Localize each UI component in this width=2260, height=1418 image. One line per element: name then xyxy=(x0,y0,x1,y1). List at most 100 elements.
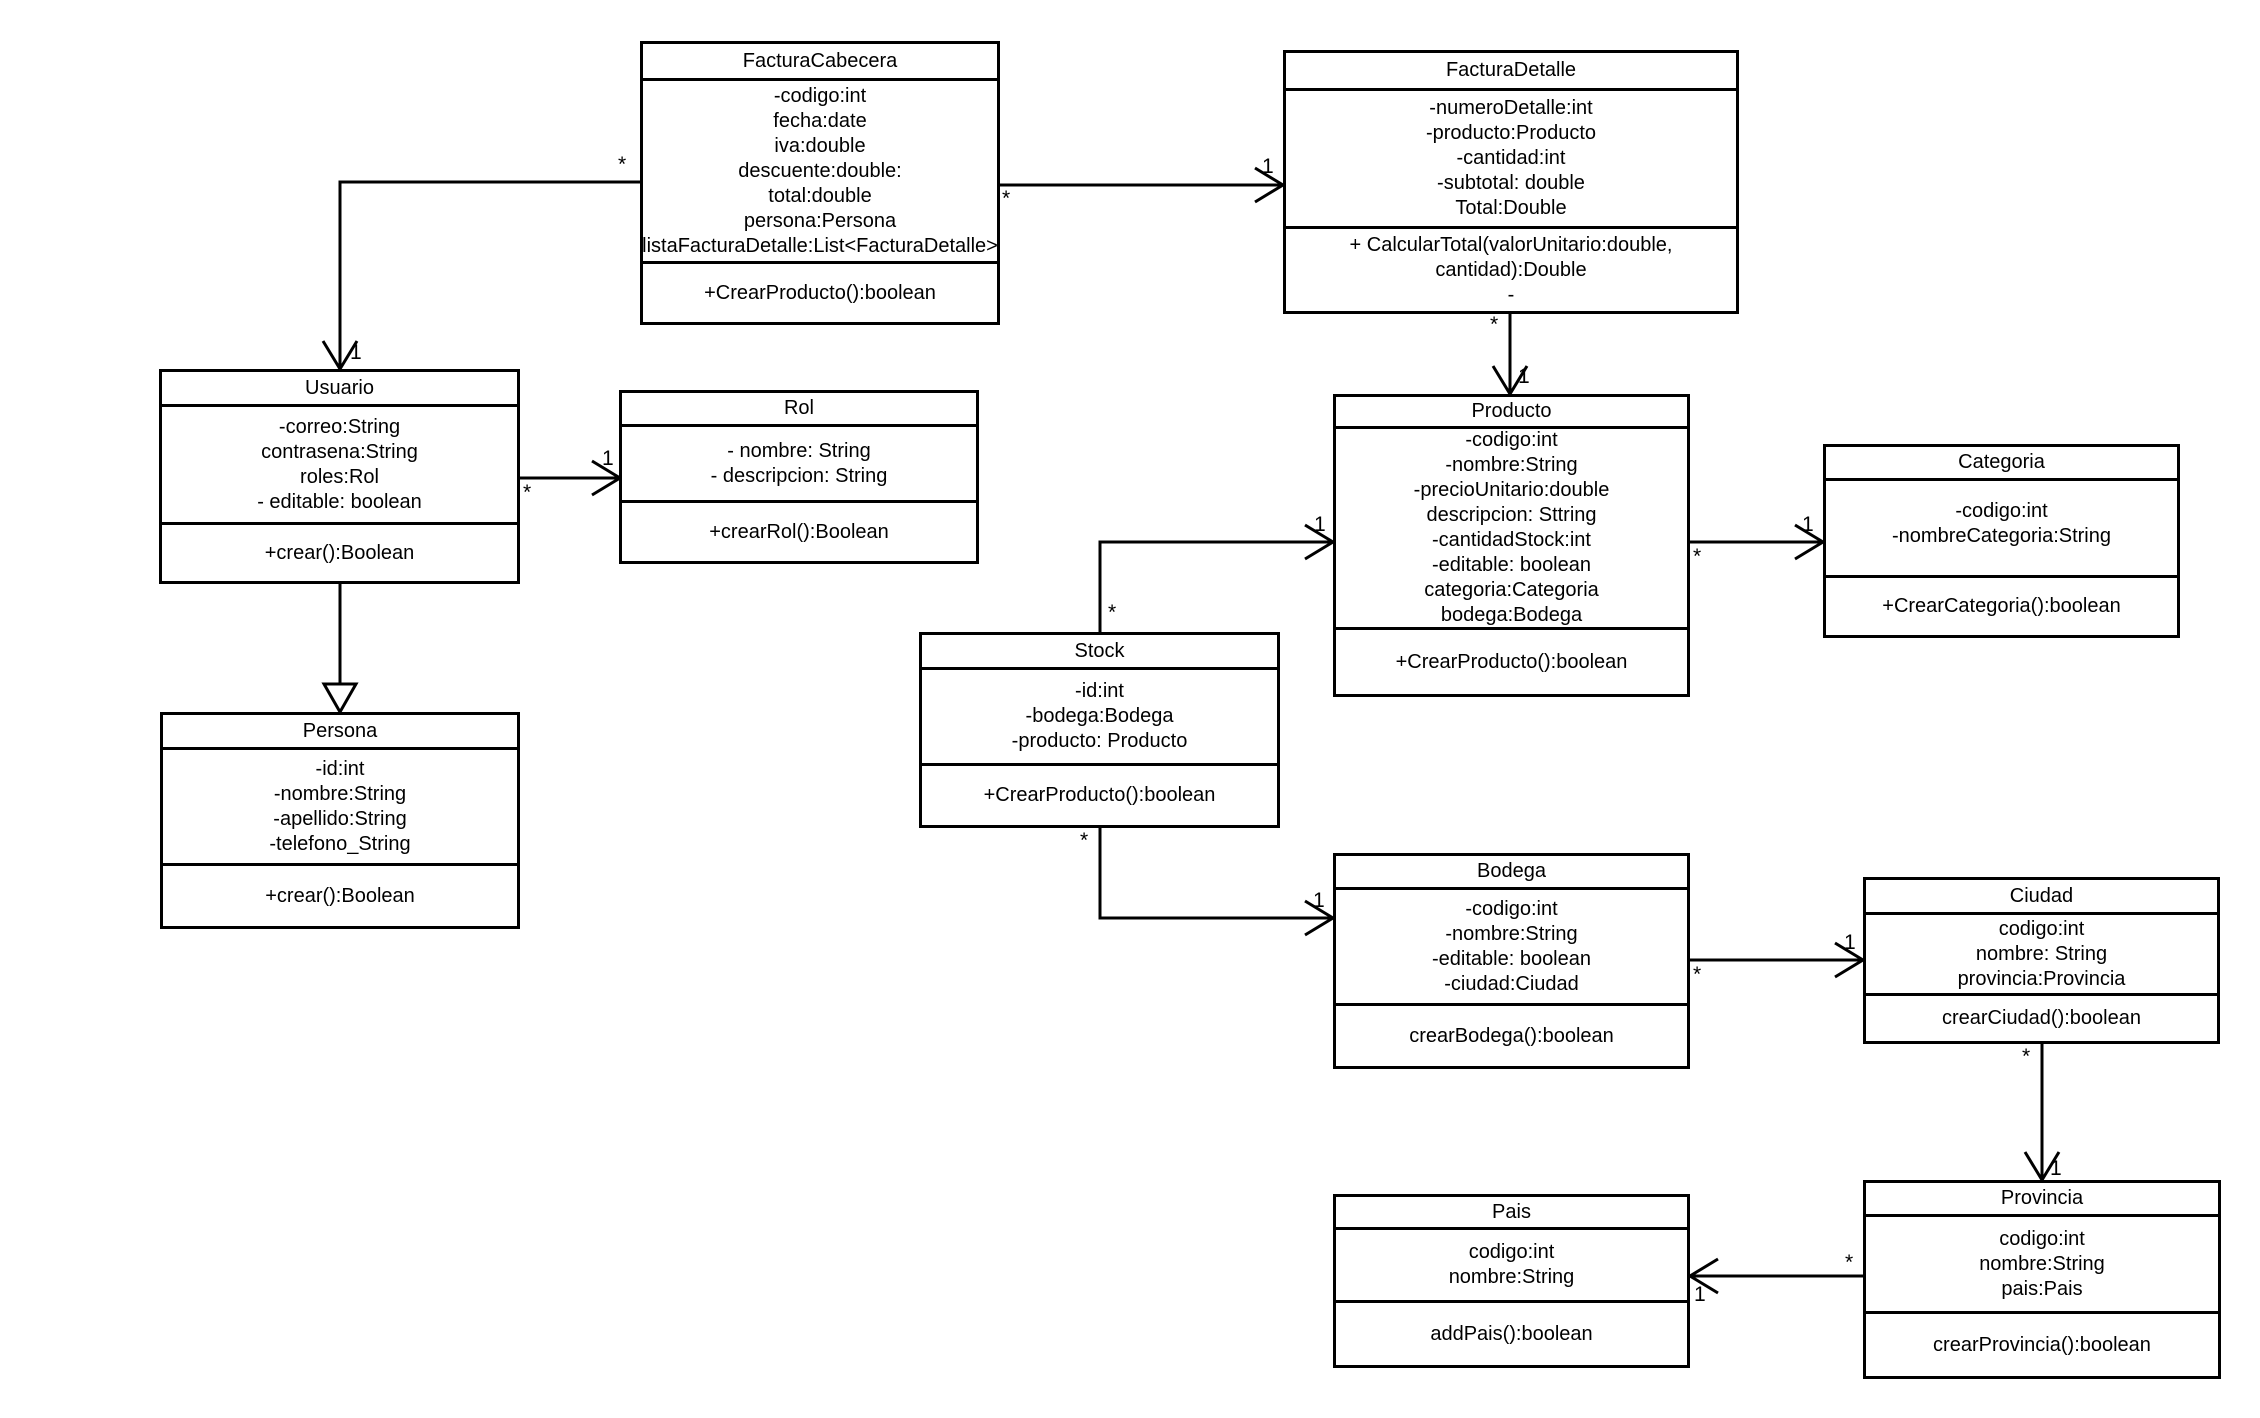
multiplicity-source: * xyxy=(1108,601,1117,624)
multiplicity-source: * xyxy=(1693,545,1702,568)
attribute-line: codigo:int xyxy=(1468,1241,1555,1263)
method-line: - xyxy=(1507,283,1515,306)
multiplicity-source: * xyxy=(1490,313,1499,336)
attribute-line: -nombre:String xyxy=(1445,454,1578,476)
method-line: crearCiudad():boolean xyxy=(1941,1007,2141,1029)
attribute-line: pais:Pais xyxy=(2001,1277,2083,1300)
multiplicity-target: 1 xyxy=(1262,155,1274,178)
attribute-line: nombre:String xyxy=(1448,1266,1575,1288)
class-pais[interactable]: Pais codigo:int nombre:String addPais():… xyxy=(1333,1194,1690,1368)
class-bodega[interactable]: Bodega -codigo:int -nombre:String -edita… xyxy=(1333,853,1690,1069)
class-title: FacturaDetalle xyxy=(1286,53,1736,91)
class-ciudad[interactable]: Ciudad codigo:int nombre: String provinc… xyxy=(1863,877,2220,1044)
class-title: Bodega xyxy=(1336,856,1687,890)
multiplicity-source: * xyxy=(1693,963,1702,986)
attribute-line: -precioUnitario:double xyxy=(1413,479,1610,501)
class-methods: +CrearProducto():boolean xyxy=(1336,630,1687,694)
class-methods: +crearRol():Boolean xyxy=(622,503,976,561)
attribute-line: provincia:Provincia xyxy=(1957,967,2126,990)
class-methods: +CrearProducto():boolean xyxy=(643,264,997,322)
class-attributes: - nombre: String - descripcion: String xyxy=(622,427,976,503)
attribute-line: - editable: boolean xyxy=(257,490,422,513)
multiplicity-target: 1 xyxy=(602,447,614,470)
method-line: +crear():Boolean xyxy=(264,541,415,564)
attribute-line: -id:int xyxy=(1075,680,1124,702)
attribute-line: -codigo:int xyxy=(1955,500,2048,522)
multiplicity-target: 1 xyxy=(1694,1283,1706,1306)
method-line: crearBodega():boolean xyxy=(1409,1024,1614,1047)
attribute-line: -producto:Producto xyxy=(1425,122,1597,144)
class-methods: + CalcularTotal(valorUnitario:double, ca… xyxy=(1286,229,1736,311)
method-line: addPais():boolean xyxy=(1430,1322,1593,1345)
class-methods: crearBodega():boolean xyxy=(1336,1006,1687,1066)
class-title: Ciudad xyxy=(1866,880,2217,915)
class-title: Stock xyxy=(922,635,1277,670)
class-attributes: codigo:int nombre:String xyxy=(1336,1230,1687,1303)
class-stock[interactable]: Stock -id:int -bodega:Bodega -producto: … xyxy=(919,632,1280,828)
attribute-line: -numeroDetalle:int xyxy=(1429,97,1593,119)
class-attributes: -numeroDetalle:int -producto:Producto -c… xyxy=(1286,91,1736,229)
attribute-line: -editable: boolean xyxy=(1431,947,1591,970)
class-attributes: codigo:int nombre:String pais:Pais xyxy=(1866,1217,2218,1314)
class-methods: +CrearCategoria():boolean xyxy=(1826,578,2177,635)
class-methods: +crear():Boolean xyxy=(162,525,517,581)
multiplicity-target: 1 xyxy=(1313,889,1325,912)
class-facturadetalle[interactable]: FacturaDetalle -numeroDetalle:int -produ… xyxy=(1283,50,1739,314)
class-methods: +crear():Boolean xyxy=(163,866,517,926)
multiplicity-target: 1 xyxy=(1844,931,1856,954)
class-persona[interactable]: Persona -id:int -nombre:String -apellido… xyxy=(160,712,520,929)
attribute-line: -apellido:String xyxy=(273,807,407,830)
class-producto[interactable]: Producto -codigo:int -nombre:String -pre… xyxy=(1333,394,1690,697)
class-methods: addPais():boolean xyxy=(1336,1303,1687,1365)
class-title: FacturaCabecera xyxy=(643,44,997,81)
class-attributes: -codigo:int -nombre:String -editable: bo… xyxy=(1336,890,1687,1006)
attribute-line: -nombreCategoria:String xyxy=(1892,525,2111,547)
attribute-line: -correo:String xyxy=(278,415,401,438)
method-line: +CrearProducto():boolean xyxy=(983,784,1216,806)
connector-facturacabecera-usuario xyxy=(338,180,640,369)
attribute-line: -codigo:int xyxy=(1465,897,1558,920)
attribute-line: -id:int xyxy=(315,757,365,780)
class-facturacabecera[interactable]: FacturaCabecera -codigo:int fecha:date i… xyxy=(640,41,1000,325)
method-line: +CrearCategoria():boolean xyxy=(1882,595,2121,617)
multiplicity-source: * xyxy=(2022,1045,2031,1068)
multiplicity-source: * xyxy=(618,153,627,176)
attribute-line: listaFacturaDetalle:List<FacturaDetalle> xyxy=(643,234,997,257)
attribute-line: -subtotal: double xyxy=(1437,172,1585,194)
attribute-line: codigo:int xyxy=(1999,1227,2085,1250)
multiplicity-source: * xyxy=(1002,187,1011,210)
attribute-line: -bodega:Bodega xyxy=(1025,705,1174,727)
class-title: Persona xyxy=(163,715,517,750)
method-line: +CrearProducto():boolean xyxy=(704,281,936,304)
attribute-line: descripcion: Sttring xyxy=(1426,504,1597,526)
class-attributes: codigo:int nombre: String provincia:Prov… xyxy=(1866,915,2217,996)
attribute-line: nombre:String xyxy=(1979,1252,2105,1275)
attribute-line: persona:Persona xyxy=(743,209,897,232)
class-provincia[interactable]: Provincia codigo:int nombre:String pais:… xyxy=(1863,1180,2221,1379)
attribute-line: -editable: boolean xyxy=(1431,554,1591,576)
class-attributes: -codigo:int -nombreCategoria:String xyxy=(1826,481,2177,578)
method-line: crearProvincia():boolean xyxy=(1933,1333,2151,1356)
attribute-line: -nombre:String xyxy=(273,782,407,805)
class-methods: +CrearProducto():boolean xyxy=(922,766,1277,825)
connector-stock-producto xyxy=(1098,540,1333,632)
multiplicity-source: * xyxy=(523,481,532,504)
attribute-line: -cantidad:int xyxy=(1456,147,1566,169)
class-title: Pais xyxy=(1336,1197,1687,1230)
attribute-line: bodega:Bodega xyxy=(1440,604,1583,626)
class-categoria[interactable]: Categoria -codigo:int -nombreCategoria:S… xyxy=(1823,444,2180,638)
class-rol[interactable]: Rol - nombre: String - descripcion: Stri… xyxy=(619,390,979,564)
attribute-line: - descripcion: String xyxy=(710,464,888,487)
class-attributes: -id:int -nombre:String -apellido:String … xyxy=(163,750,517,866)
attribute-line: contrasena:String xyxy=(261,440,418,463)
attribute-line: - nombre: String xyxy=(727,439,871,462)
attribute-line: roles:Rol xyxy=(300,465,379,488)
attribute-line: descuente:double: xyxy=(738,159,902,182)
attribute-line: -ciudad:Ciudad xyxy=(1444,972,1579,995)
class-usuario[interactable]: Usuario -correo:String contrasena:String… xyxy=(159,369,520,584)
method-line: +crearRol():Boolean xyxy=(709,520,889,543)
generalization-triangle-persona xyxy=(321,682,359,716)
method-line: +CrearProducto():boolean xyxy=(1395,650,1628,673)
attribute-line: -telefono_String xyxy=(269,832,411,855)
